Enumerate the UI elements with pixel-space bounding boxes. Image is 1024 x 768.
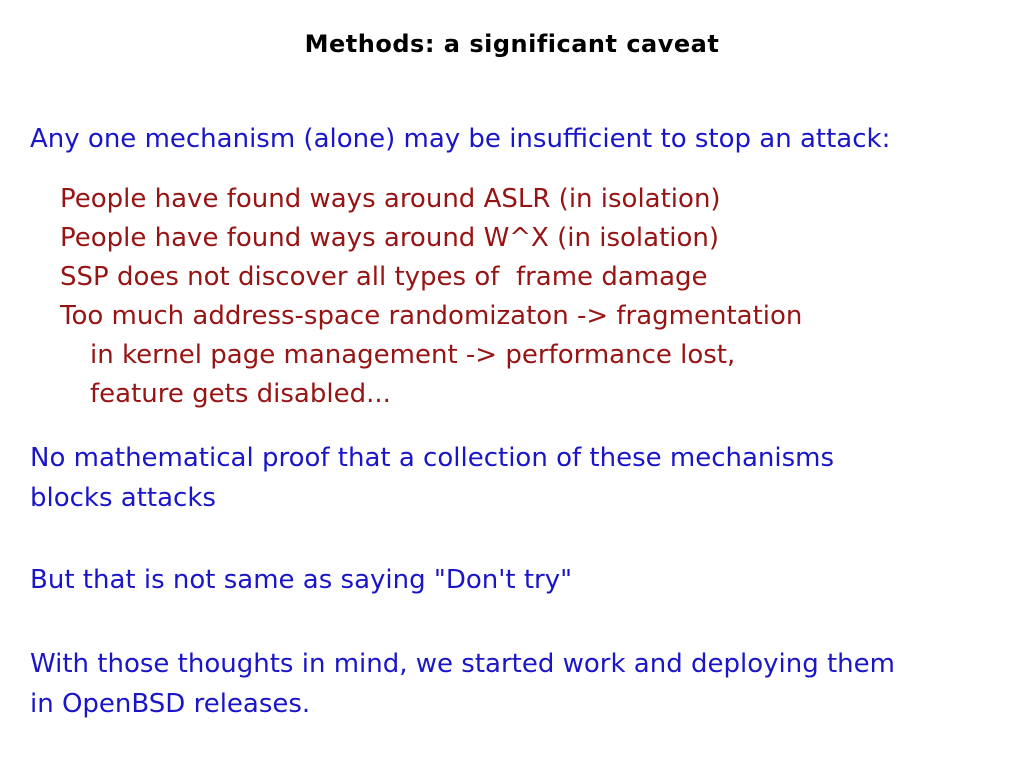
caveat-line-wxorx: People have found ways around W^X (in is… <box>60 223 720 253</box>
intro-text: Any one mechanism (alone) may be insuffi… <box>30 124 891 154</box>
caveat-line-aslr: People have found ways around ASLR (in i… <box>60 184 721 214</box>
paragraph-openbsd: With those thoughts in mind, we started … <box>30 649 895 719</box>
paragraph-no-proof: No mathematical proof that a collection … <box>30 443 835 513</box>
caveat-line-feature-disabled: feature gets disabled... <box>90 379 391 409</box>
caveat-list: People have found ways around ASLR (in i… <box>0 180 1024 414</box>
caveat-line-randomization: Too much address-space randomizaton -> f… <box>60 301 803 331</box>
paragraph-dont-try: But that is not same as saying "Don't tr… <box>30 565 573 595</box>
caveat-line-ssp: SSP does not discover all types of frame… <box>60 262 708 292</box>
slide-title: Methods: a significant caveat <box>304 30 720 58</box>
caveat-line-kernel-page: in kernel page management -> performance… <box>90 340 736 370</box>
